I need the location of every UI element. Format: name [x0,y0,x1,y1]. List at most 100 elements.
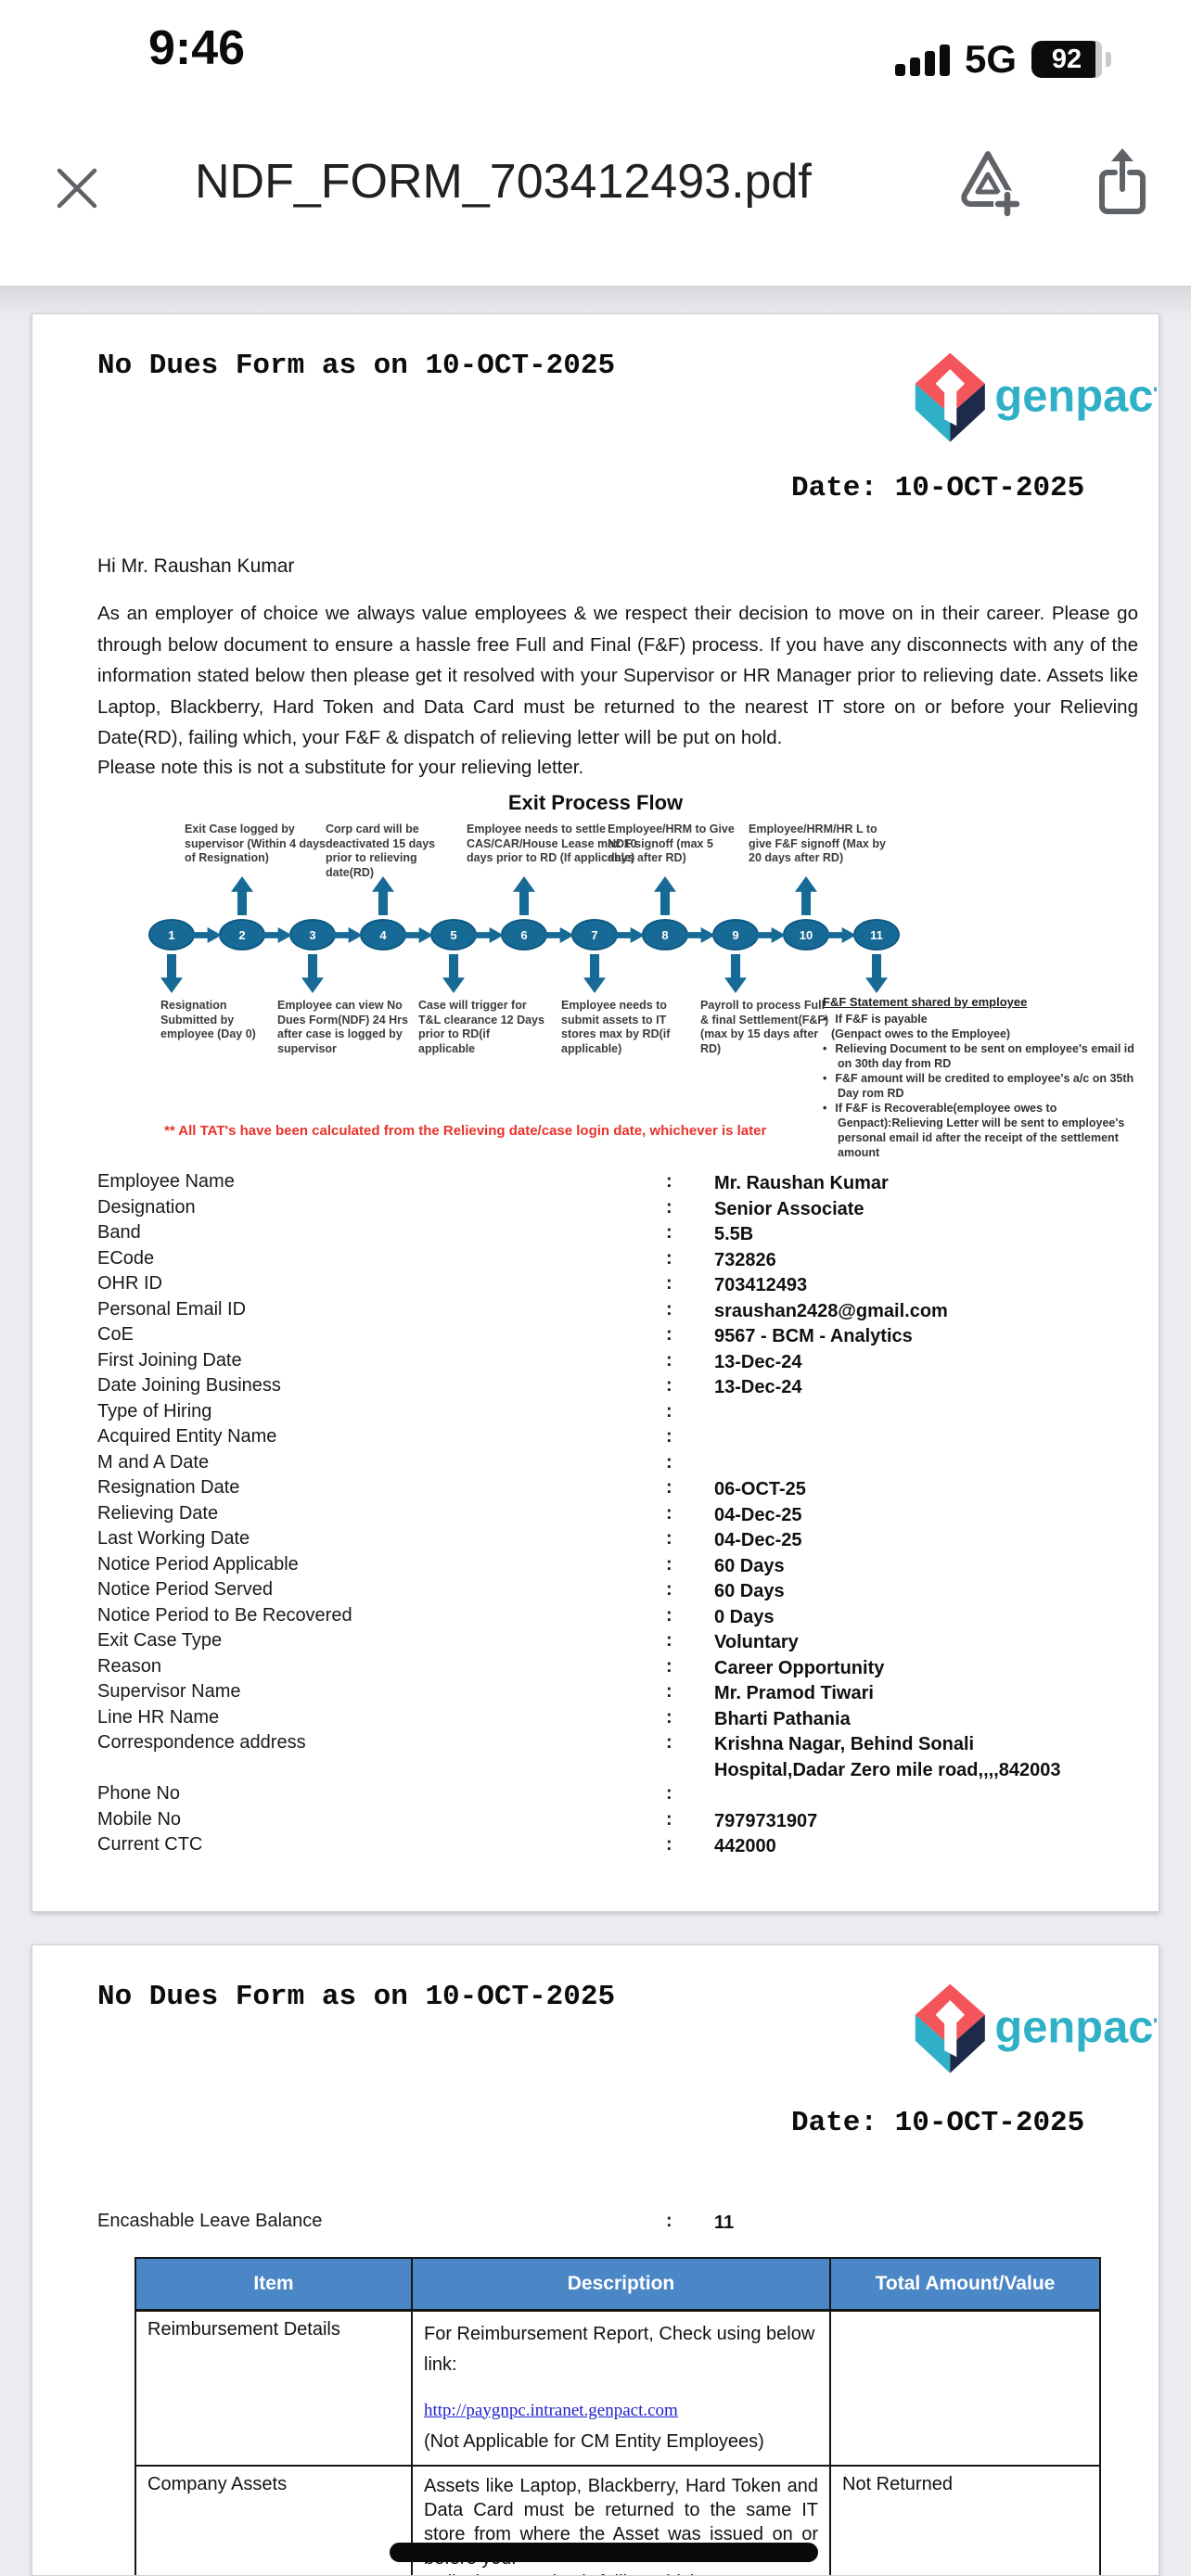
flow-step: 8 [642,919,688,950]
redaction-bar [390,2543,818,2562]
detail-row: ECode:732826 [97,1247,776,1270]
flow-step: 6 [501,919,547,950]
flow-step: 4 [360,919,406,950]
employee-details-list: Employee Name:Mr. Raushan Kumar Designat… [97,1171,1108,1860]
genpact-wordmark: genpact [994,371,1157,421]
flow-step: 9 [712,919,759,950]
reimbursement-link[interactable]: http://paygnpc.intranet.genpact.com [424,2400,678,2420]
greeting-line: Hi Mr. Raushan Kumar [97,555,295,577]
detail-row: Phone No: [97,1783,672,1804]
flow-top-label: Corp card will be deactivated 15 days pr… [326,823,436,879]
status-bar: 9:46 5G 92 [0,0,1191,93]
down-arrow-icon [442,954,465,993]
flow-top-label: Employee/HRM/HR L to give F&F signoff (M… [749,823,886,864]
genpact-wordmark: genpact [994,2002,1157,2052]
battery-percent: 92 [1031,41,1102,78]
flow-top-label: Employee needs to settle CAS/CAR/House L… [467,823,637,864]
col-header-amount: Total Amount/Value [829,2257,1101,2312]
up-arrow-icon [795,876,817,915]
detail-row: Mobile No:7979731907 [97,1808,818,1831]
right-arrow-icon [403,927,433,943]
flow-bottom-label: Payroll to process Full & final Settleme… [700,999,829,1055]
description-cell: For Reimbursement Report, Check using be… [411,2309,831,2467]
right-arrow-icon [192,927,222,943]
up-arrow-icon [372,876,394,915]
flow-bottom-label: Resignation Submitted by employee (Day 0… [160,999,256,1040]
battery-icon: 92 [1031,41,1111,78]
pdf-page-2: No Dues Form as on 10-OCT-2025 genpact D… [32,1945,1159,2576]
right-arrow-icon [544,927,574,943]
detail-row: Band:5.5B [97,1222,754,1244]
down-arrow-icon [583,954,606,993]
right-arrow-icon [826,927,856,943]
detail-row: Personal Email ID:sraushan2428@gmail.com [97,1298,948,1321]
flow-bottom-label: Employee needs to submit assets to IT st… [561,999,671,1055]
detail-row: M and A Date: [97,1451,672,1473]
item-cell: Reimbursement Details [134,2309,413,2467]
down-arrow-icon [160,954,183,993]
leave-balance-label: Encashable Leave Balance [97,2211,323,2231]
detail-row: First Joining Date:13-Dec-24 [97,1349,802,1372]
pdf-page-1: No Dues Form as on 10-OCT-2025 genpact D… [32,313,1169,1912]
table-row: Reimbursement Details For Reimbursement … [134,2309,1101,2467]
detail-row: Relieving Date:04-Dec-25 [97,1502,802,1525]
right-arrow-icon [756,927,786,943]
flow-top-label: Employee/HRM to Give NDF signoff (max 5 … [608,823,735,864]
pdf-toolbar: NDF_FORM_703412493.pdf [0,93,1191,286]
tat-disclaimer: ** All TAT's have been calculated from t… [164,1123,767,1139]
bullet-icon: • [823,1102,827,1115]
save-to-drive-icon[interactable] [954,147,1022,221]
up-arrow-icon [654,876,676,915]
detail-row: Date Joining Business:13-Dec-24 [97,1375,802,1397]
dues-table: Item Description Total Amount/Value Reim… [134,2257,1101,2575]
detail-row: Notice Period Served:60 Days [97,1579,785,1601]
detail-row: Supervisor Name:Mr. Pramod Tiwari [97,1681,874,1703]
status-icons: 5G 92 [894,37,1111,82]
app-header: 9:46 5G 92 NDF_FORM_703412493.pdf [0,0,1191,286]
col-header-item: Item [134,2257,413,2312]
down-arrow-icon [301,954,324,993]
flow-bottom-label: Employee can view No Dues Form(NDF) 24 H… [277,999,408,1055]
ff-statement-title: F&F Statement shared by employee [823,995,1028,1009]
right-arrow-icon [333,927,363,943]
flow-step: 5 [430,919,477,950]
detail-row: Current CTC:442000 [97,1834,776,1856]
detail-row: Type of Hiring: [97,1400,672,1422]
date-line: Date: 10-OCT-2025 [791,2107,1085,2139]
detail-row: OHR ID:703412493 [97,1273,808,1295]
flow-step: 3 [289,919,336,950]
flow-top-label: Exit Case logged by supervisor (Within 4… [185,823,327,864]
up-arrow-icon [513,876,535,915]
flow-bottom-label: Case will trigger for T&L clearance 12 D… [418,999,544,1055]
detail-row: Designation:Senior Associate [97,1196,864,1219]
detail-row: Correspondence address:Krishna Nagar, Be… [97,1732,1061,1780]
flow-step: 2 [219,919,265,950]
flow-step: 10 [783,919,829,950]
ff-statement-block: F&F Statement shared by employee •If F&F… [823,995,1146,1160]
detail-row: Exit Case Type:Voluntary [97,1630,799,1652]
pdf-scroll-area[interactable]: No Dues Form as on 10-OCT-2025 genpact D… [0,286,1191,2576]
bullet-icon: • [823,1013,827,1026]
right-arrow-icon [474,927,504,943]
detail-row: Notice Period Applicable:60 Days [97,1553,785,1576]
flow-diagram-title: Exit Process Flow [507,791,684,814]
col-header-description: Description [411,2257,831,2312]
up-arrow-icon [231,876,253,915]
close-icon[interactable] [48,159,106,217]
down-arrow-icon [724,954,747,993]
flow-step: 1 [148,919,195,950]
share-icon[interactable] [1093,147,1152,221]
detail-row: Employee Name:Mr. Raushan Kumar [97,1171,889,1193]
substitute-note: Please note this is not a substitute for… [97,757,584,778]
bullet-icon: • [823,1042,827,1055]
form-heading: No Dues Form as on 10-OCT-2025 [97,1981,616,2013]
detail-row: Line HR Name:Bharti Pathania [97,1706,851,1729]
right-arrow-icon [263,927,292,943]
detail-row: CoE:9567 - BCM - Analytics [97,1324,913,1346]
network-type-label: 5G [964,37,1017,81]
clock-time: 9:46 [148,21,246,75]
right-arrow-icon [615,927,645,943]
flow-step: 11 [853,919,900,950]
leave-balance-value: 11 [714,2213,735,2233]
form-heading: No Dues Form as on 10-OCT-2025 [97,350,616,382]
